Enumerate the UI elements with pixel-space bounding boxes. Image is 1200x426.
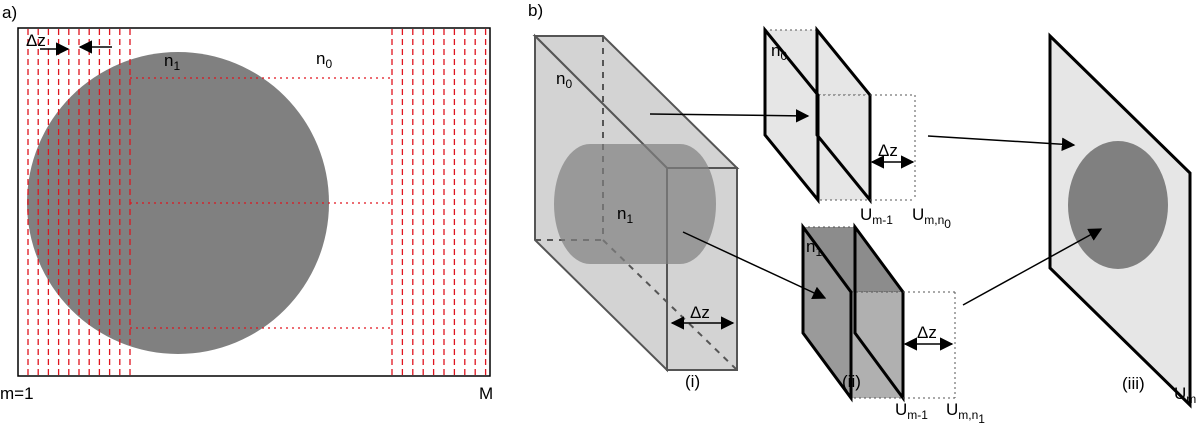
slice-n1-dz-label: Δz [917,323,937,342]
output-caption: (iii) [1122,374,1145,393]
arrow-to-output-top [927,135,1076,151]
panel-b-label: b) [528,1,543,20]
m-end-label: M [479,384,493,403]
slice-n0-dz-label: Δz [878,141,898,160]
slice-n1-label: n1 [806,237,822,259]
slice-n1-u-next: Um,n1 [946,400,985,426]
slab-dz-label: Δz [690,303,710,322]
output-plane: (iii) Um [1048,32,1196,409]
arrow-to-n0-slice [649,109,810,123]
slice-n0-u-next: Um,n0 [912,205,951,231]
n0-label: n0 [316,49,332,71]
n1-label: n1 [164,51,180,73]
plane-u-m-1-n0 [763,25,820,205]
slice-n0-u-prev: Um-1 [860,205,893,227]
slice-lines-left [27,29,131,375]
slice-n1: n1 Δz (ii) Um-1 Um,n1 [801,222,985,426]
output-field-spot [1068,141,1168,269]
m-start-label: m=1 [0,384,34,403]
plane-u-m-1-n1 [801,222,853,403]
slice-lines-right [391,29,487,375]
panel-a: a) Δz n1 n0 m=1 M [0,3,493,403]
slab-n0-label: n0 [556,69,572,91]
slice-n1-front [850,291,904,399]
slice-n1-caption: (ii) [842,372,861,391]
slice-n1-u-prev: Um-1 [895,400,928,422]
slab-volume: n0 n1 Δz (i) [532,33,740,391]
panel-a-label: a) [2,3,17,22]
slab-caption: (i) [685,372,700,391]
panel-b: b) n0 n1 Δz (i) n0 [528,1,1196,426]
output-u-label: Um [1174,384,1196,406]
arrow-to-output-bottom [962,228,1103,306]
slab-n1-label: n1 [617,204,633,226]
arrow-to-n1-slice [682,231,827,300]
dz-label: Δz [26,31,46,50]
cylinder-core [554,144,716,264]
slice-n0-label: n0 [771,41,787,63]
slice-n0: n0 Δz Um-1 Um,n0 [763,25,951,231]
